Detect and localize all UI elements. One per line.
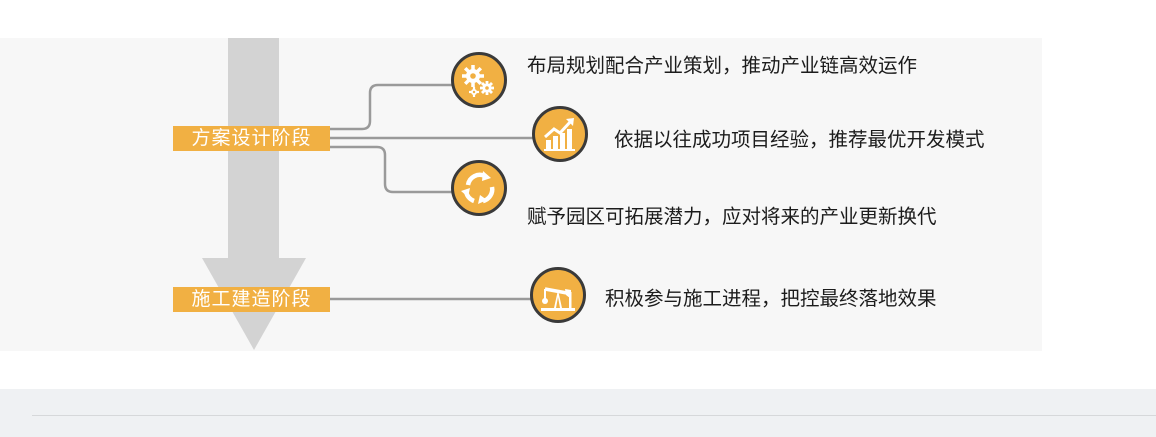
connector-line-1 [330, 83, 452, 131]
footer-divider [32, 415, 1156, 416]
connector-line-3 [330, 145, 452, 194]
gears-badge [451, 52, 507, 108]
item-text-3: 赋予园区可拓展潜力，应对将来的产业更新换代 [527, 205, 937, 228]
item-text-2: 依据以往成功项目经验，推荐最优开发模式 [614, 128, 985, 151]
growth-chart-badge [532, 106, 588, 162]
footer-band [0, 389, 1156, 437]
growth-chart-icon [544, 118, 575, 151]
oil-pump-badge [530, 267, 586, 323]
item-text-4: 积极参与施工进程，把控最终落地效果 [605, 287, 937, 310]
recycle-arrows-icon [461, 171, 495, 204]
item-text-1: 布局规划配合产业策划，推动产业链高效运作 [527, 54, 918, 77]
oil-pump-icon [541, 287, 575, 311]
process-arrow [202, 38, 306, 350]
gears-icon [462, 65, 494, 97]
recycle-badge [451, 160, 507, 216]
stage-label-design: 方案设计阶段 [173, 126, 330, 151]
stage-label-construction: 施工建造阶段 [173, 287, 330, 312]
